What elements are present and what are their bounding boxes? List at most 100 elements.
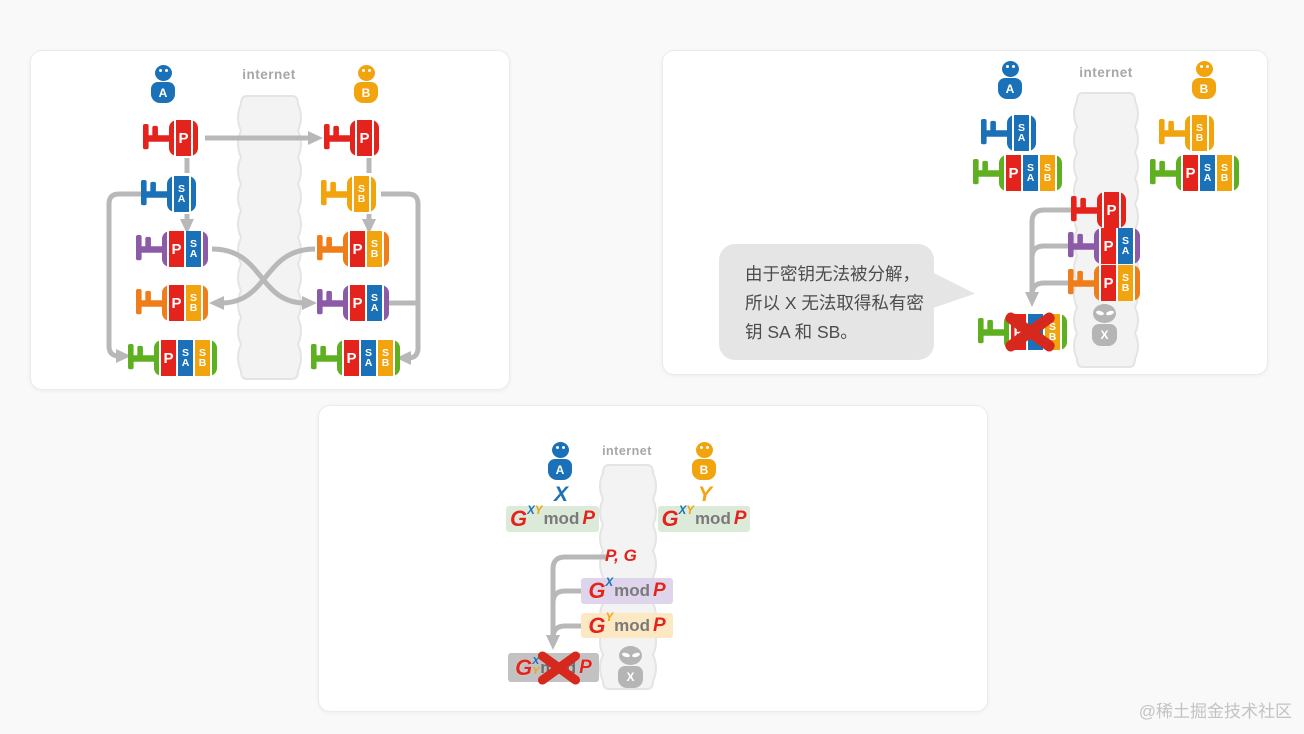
flow-arrows [1025, 207, 1075, 307]
hacker-x: X [1092, 304, 1117, 346]
key-a-public-p: P [143, 120, 198, 156]
key-bit-icon [141, 180, 169, 206]
flow-arrows [546, 554, 607, 650]
key-letter: P [169, 231, 184, 267]
key-bit-icon [1150, 159, 1178, 185]
eye-dot [699, 446, 703, 449]
eye-dot [1105, 309, 1114, 317]
formula-sup-y: Y [534, 505, 543, 517]
eye-dot [1011, 65, 1015, 68]
key-letter: P [1101, 228, 1116, 264]
formula-mod: mod [614, 615, 650, 635]
key-letter: P [350, 231, 365, 267]
key-bit-icon [1159, 119, 1187, 145]
eye-dot [1205, 65, 1209, 68]
formula-sup-x: X [527, 505, 535, 517]
formula-g: G [515, 654, 533, 680]
eye-dot [1095, 309, 1104, 317]
person-b-badge: B [354, 82, 378, 103]
formula-mod: mod [614, 581, 650, 600]
person-head-icon [154, 65, 172, 81]
key-b-public-p: P [324, 120, 379, 156]
formula-g: G [509, 506, 528, 531]
eye-dot [1005, 65, 1009, 68]
eye-dot [164, 69, 168, 72]
key-bit-icon [1068, 232, 1096, 258]
key-bit-icon [324, 124, 352, 150]
person-a-badge: A [998, 78, 1022, 99]
person-a-badge: A [548, 459, 572, 480]
key-bit-icon [981, 119, 1009, 145]
key-letter: P [169, 285, 184, 321]
key-bit-icon [973, 159, 1001, 185]
key-letter: P [350, 285, 365, 321]
eye-dot [367, 69, 371, 72]
eye-dot [1199, 65, 1203, 68]
formula-p: P [582, 508, 596, 529]
person-head-icon [551, 442, 569, 458]
internet-band [237, 95, 302, 380]
key-letter: P [357, 120, 372, 156]
internet-label: internet [242, 67, 296, 82]
key-bit-icon [128, 344, 156, 370]
person-a: A [151, 65, 175, 103]
key-body: P [1097, 192, 1126, 228]
formula-sup-y: Y [605, 611, 614, 624]
person-a-badge: A [151, 82, 175, 103]
formula-sup-x: X [605, 577, 614, 589]
person-b: B [354, 65, 378, 103]
secret-y-label: Y [697, 483, 712, 506]
key-bit-icon [317, 235, 345, 261]
person-b: B [692, 442, 716, 480]
eye-dot [361, 69, 365, 72]
formula-sup-y: Y [686, 505, 694, 517]
key-bit-icon [1068, 269, 1096, 295]
bubble-line: 所以 X 无法取得私有密 [745, 293, 924, 313]
hacker-head-icon [1093, 304, 1116, 323]
person-b-badge: B [692, 459, 716, 480]
key-letter: P [1006, 155, 1021, 191]
cross-out-icon [534, 648, 584, 687]
eye-dot [705, 446, 709, 449]
internet-label: internet [1079, 65, 1133, 80]
key-net-public-p: P [1071, 192, 1126, 228]
flow-arrows [106, 131, 421, 365]
hacker-badge: X [618, 666, 643, 688]
eye-dot [621, 651, 630, 659]
cross-out-icon [1001, 308, 1059, 356]
hacker-head-icon [619, 646, 642, 665]
key-bit-icon [321, 180, 349, 206]
bubble-line: 钥 SA 和 SB。 [745, 322, 858, 342]
person-b-badge: B [1192, 78, 1216, 99]
key-letter: P [1183, 155, 1198, 191]
